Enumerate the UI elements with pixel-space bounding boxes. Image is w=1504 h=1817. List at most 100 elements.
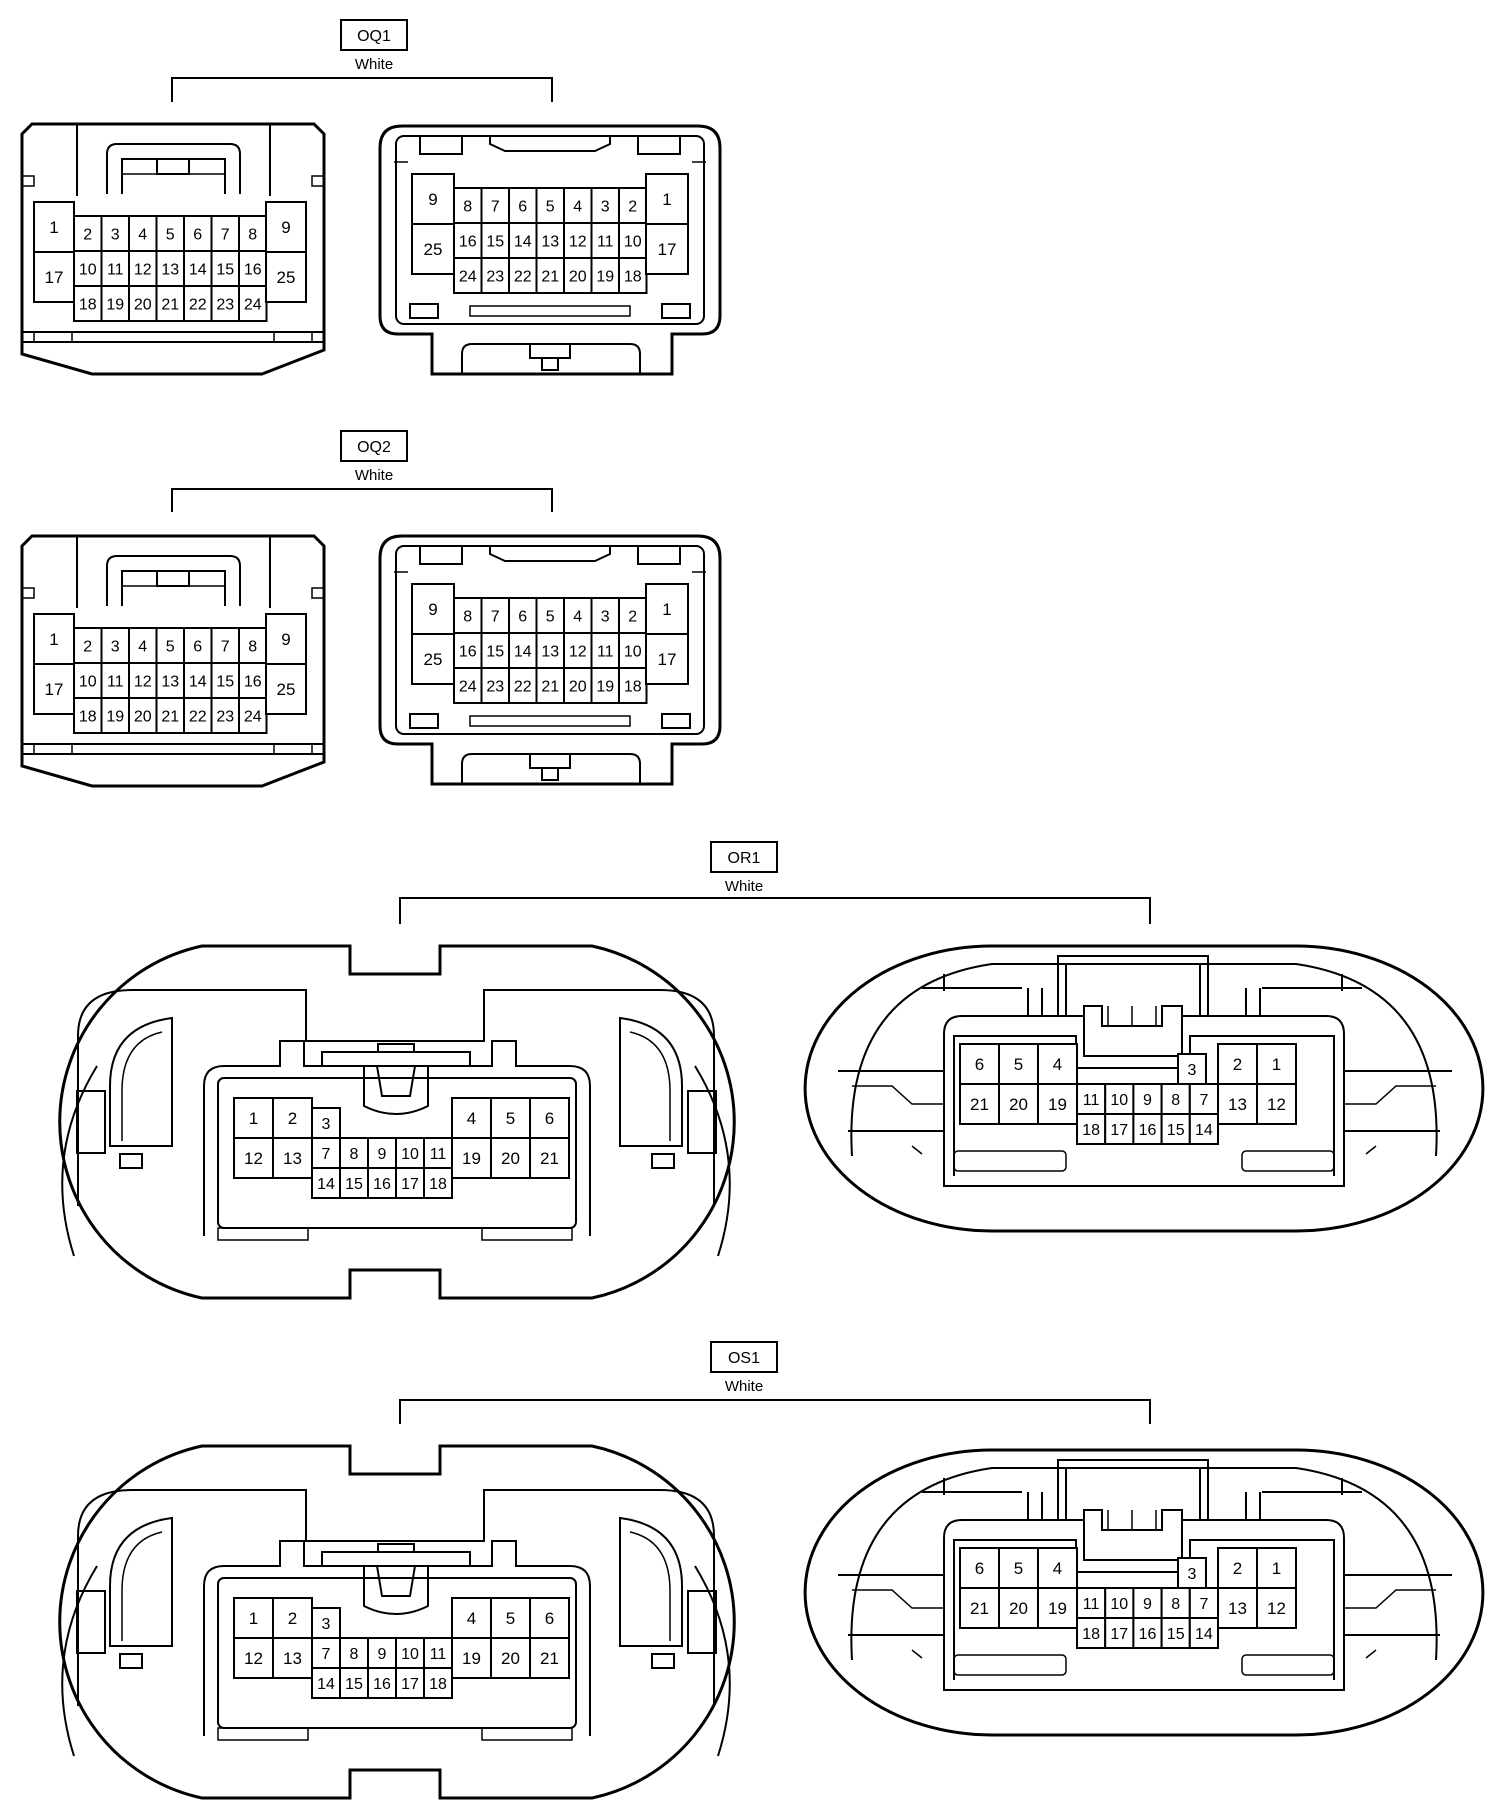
pin-cell: 8 [339, 1137, 369, 1169]
pin-cell: 19 [590, 667, 620, 704]
pin-cell: 4 [128, 215, 158, 252]
pin-cell: 4 [563, 187, 593, 224]
pin-number: 2 [83, 639, 92, 656]
pin-cell: 11 [590, 222, 620, 259]
pin-number: 10 [624, 234, 642, 251]
pin-number: 7 [322, 1646, 331, 1663]
pin-number: 3 [1188, 1566, 1197, 1583]
pin-cell: 3 [1177, 1557, 1207, 1589]
pin-number: 21 [970, 1095, 989, 1114]
pin-cell: 17 [1104, 1113, 1135, 1145]
connector-color: White [355, 56, 393, 73]
pin-cell: 16 [238, 662, 268, 699]
pin-cell: 1 [1256, 1547, 1297, 1589]
pin-cell: 22 [183, 285, 213, 322]
pin-number: 5 [506, 1109, 515, 1128]
pin-number: 8 [248, 227, 257, 244]
pin-number: 16 [244, 674, 262, 691]
pin-cell: 21 [535, 257, 565, 294]
pin-number: 10 [79, 262, 97, 279]
pin-cell: 10 [1104, 1083, 1135, 1115]
pin-cell: 21 [529, 1637, 570, 1679]
pin-cell: 6 [959, 1547, 1000, 1589]
pin-number: 9 [1143, 1092, 1152, 1109]
pin-number: 9 [428, 600, 437, 619]
pin-cell: 17 [395, 1667, 425, 1699]
pin-number: 11 [597, 234, 614, 251]
pin-cell: 25 [411, 223, 455, 275]
pin-number: 21 [541, 679, 559, 696]
pin-number: 2 [1233, 1055, 1242, 1074]
pin-number: 6 [545, 1609, 554, 1628]
pin-number: 6 [975, 1559, 984, 1578]
pin-cell: 21 [529, 1137, 570, 1179]
pin-number: 8 [1171, 1596, 1180, 1613]
pin-number: 18 [429, 1176, 447, 1193]
pin-cell: 1 [33, 613, 75, 665]
pin-cell: 8 [238, 215, 268, 252]
pin-cell: 23 [210, 697, 240, 734]
pin-number: 22 [189, 297, 207, 314]
pin-number: 15 [486, 644, 504, 661]
pin-cell: 3 [311, 1107, 341, 1139]
pin-number: 4 [1053, 1559, 1062, 1578]
pin-number: 15 [345, 1176, 363, 1193]
pin-number: 20 [501, 1649, 520, 1668]
pin-cell: 23 [480, 667, 510, 704]
pin-cell: 24 [453, 257, 483, 294]
pin-number: 21 [541, 269, 559, 286]
pin-cell: 7 [480, 187, 510, 224]
pin-number: 17 [401, 1676, 419, 1693]
pin-cell: 18 [618, 667, 648, 704]
pin-cell: 2 [1217, 1547, 1258, 1589]
pin-cell: 10 [395, 1137, 425, 1169]
pin-number: 6 [545, 1109, 554, 1128]
pin-number: 24 [459, 679, 477, 696]
pin-cell: 13 [535, 632, 565, 669]
pin-cell: 7 [1188, 1083, 1220, 1115]
pin-cell: 9 [411, 173, 455, 225]
pin-number: 5 [1014, 1055, 1023, 1074]
pin-cell: 1 [33, 201, 75, 253]
pin-number: 4 [138, 227, 147, 244]
pin-cell: 16 [453, 222, 483, 259]
pin-number: 15 [1167, 1122, 1185, 1139]
pin-number: 14 [317, 1176, 335, 1193]
pin-cell: 12 [233, 1137, 274, 1179]
pin-cell: 14 [183, 662, 213, 699]
pin-cell: 24 [238, 285, 268, 322]
pin-number: 3 [1188, 1062, 1197, 1079]
pin-cell: 5 [535, 187, 565, 224]
pin-number: 17 [401, 1176, 419, 1193]
pin-number: 8 [1171, 1092, 1180, 1109]
pin-number: 16 [459, 234, 477, 251]
pin-number: 21 [161, 297, 179, 314]
pin-number: 12 [244, 1649, 263, 1668]
pin-cell: 17 [33, 251, 75, 303]
pin-number: 14 [1195, 1626, 1213, 1643]
pin-cell: 20 [998, 1083, 1039, 1125]
pin-number: 4 [467, 1609, 476, 1628]
pin-cell: 5 [490, 1097, 531, 1139]
pin-number: 4 [573, 609, 582, 626]
pin-cell: 24 [238, 697, 268, 734]
pin-cell: 7 [480, 597, 510, 634]
pin-number: 23 [216, 297, 234, 314]
pin-number: 14 [189, 262, 207, 279]
pin-number: 1 [662, 600, 671, 619]
pin-number: 11 [430, 1146, 447, 1163]
pin-cell: 22 [508, 257, 538, 294]
pin-cell: 19 [100, 697, 130, 734]
pin-cell: 6 [529, 1597, 570, 1639]
pin-number: 9 [428, 190, 437, 209]
pin-cell: 25 [411, 633, 455, 685]
pin-number: 1 [1272, 1559, 1281, 1578]
pin-cell: 4 [563, 597, 593, 634]
pin-number: 17 [1110, 1122, 1128, 1139]
pin-cell: 11 [1076, 1587, 1107, 1619]
pin-cell: 19 [1037, 1083, 1078, 1125]
pin-number: 21 [540, 1649, 559, 1668]
pin-cell: 13 [1217, 1083, 1258, 1125]
pin-cell: 22 [183, 697, 213, 734]
pin-number: 22 [514, 679, 532, 696]
